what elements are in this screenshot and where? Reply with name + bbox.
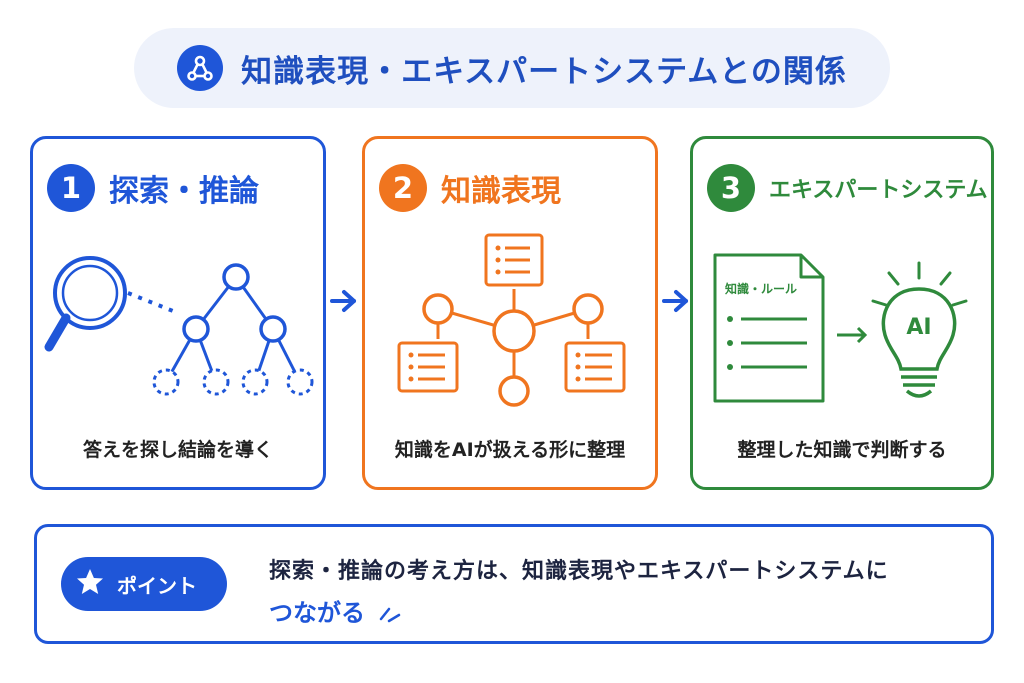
page-title: 知識表現・エキスパートシステムとの関係 — [241, 53, 847, 90]
bulb-label: AI — [906, 315, 932, 340]
arrow-right-icon — [330, 290, 356, 312]
step-card-knowledge: 2 知識表現 知識をAIが扱える形に整理 — [362, 136, 658, 490]
document-label: 知識・ルール — [725, 282, 798, 296]
point-text: 探索・推論の考え方は、知識表現やエキスパートシステムに — [269, 559, 889, 584]
magnifier-tree-icon — [44, 256, 314, 396]
point-text-emphasis: つながる — [269, 593, 403, 628]
step-number: 2 — [379, 164, 427, 212]
network-icon — [177, 45, 224, 91]
point-badge: ポイント — [61, 557, 227, 611]
step-title: 探索・推論 — [109, 174, 259, 209]
point-box: ポイント 探索・推論の考え方は、知識表現やエキスパートシステムに つながる — [34, 524, 994, 644]
step-caption: 知識をAIが扱える形に整理 — [394, 439, 626, 461]
step-card-expert-system: 3 エキスパートシステム 知識・ルール AI 整理した知識で判断する — [690, 136, 994, 490]
star-icon — [75, 567, 105, 601]
step-number: 3 — [707, 164, 755, 212]
step-number: 1 — [47, 164, 95, 212]
document-lightbulb-icon — [713, 253, 968, 403]
title-banner: 知識表現・エキスパートシステムとの関係 — [134, 28, 890, 108]
sparkle-icon — [380, 607, 401, 623]
step-card-search: 1 探索・推論 答えを探し結論を導く — [30, 136, 326, 490]
point-label: ポイント — [117, 573, 197, 598]
point-text-emphasis-label: つながる — [269, 599, 365, 627]
knowledge-graph-icon — [397, 233, 626, 407]
step-title: エキスパートシステム — [769, 178, 988, 203]
step-caption: 答えを探し結論を導く — [82, 439, 273, 461]
step-caption: 整理した知識で判断する — [737, 439, 947, 461]
arrow-right-icon — [662, 290, 688, 312]
step-title: 知識表現 — [441, 174, 561, 209]
